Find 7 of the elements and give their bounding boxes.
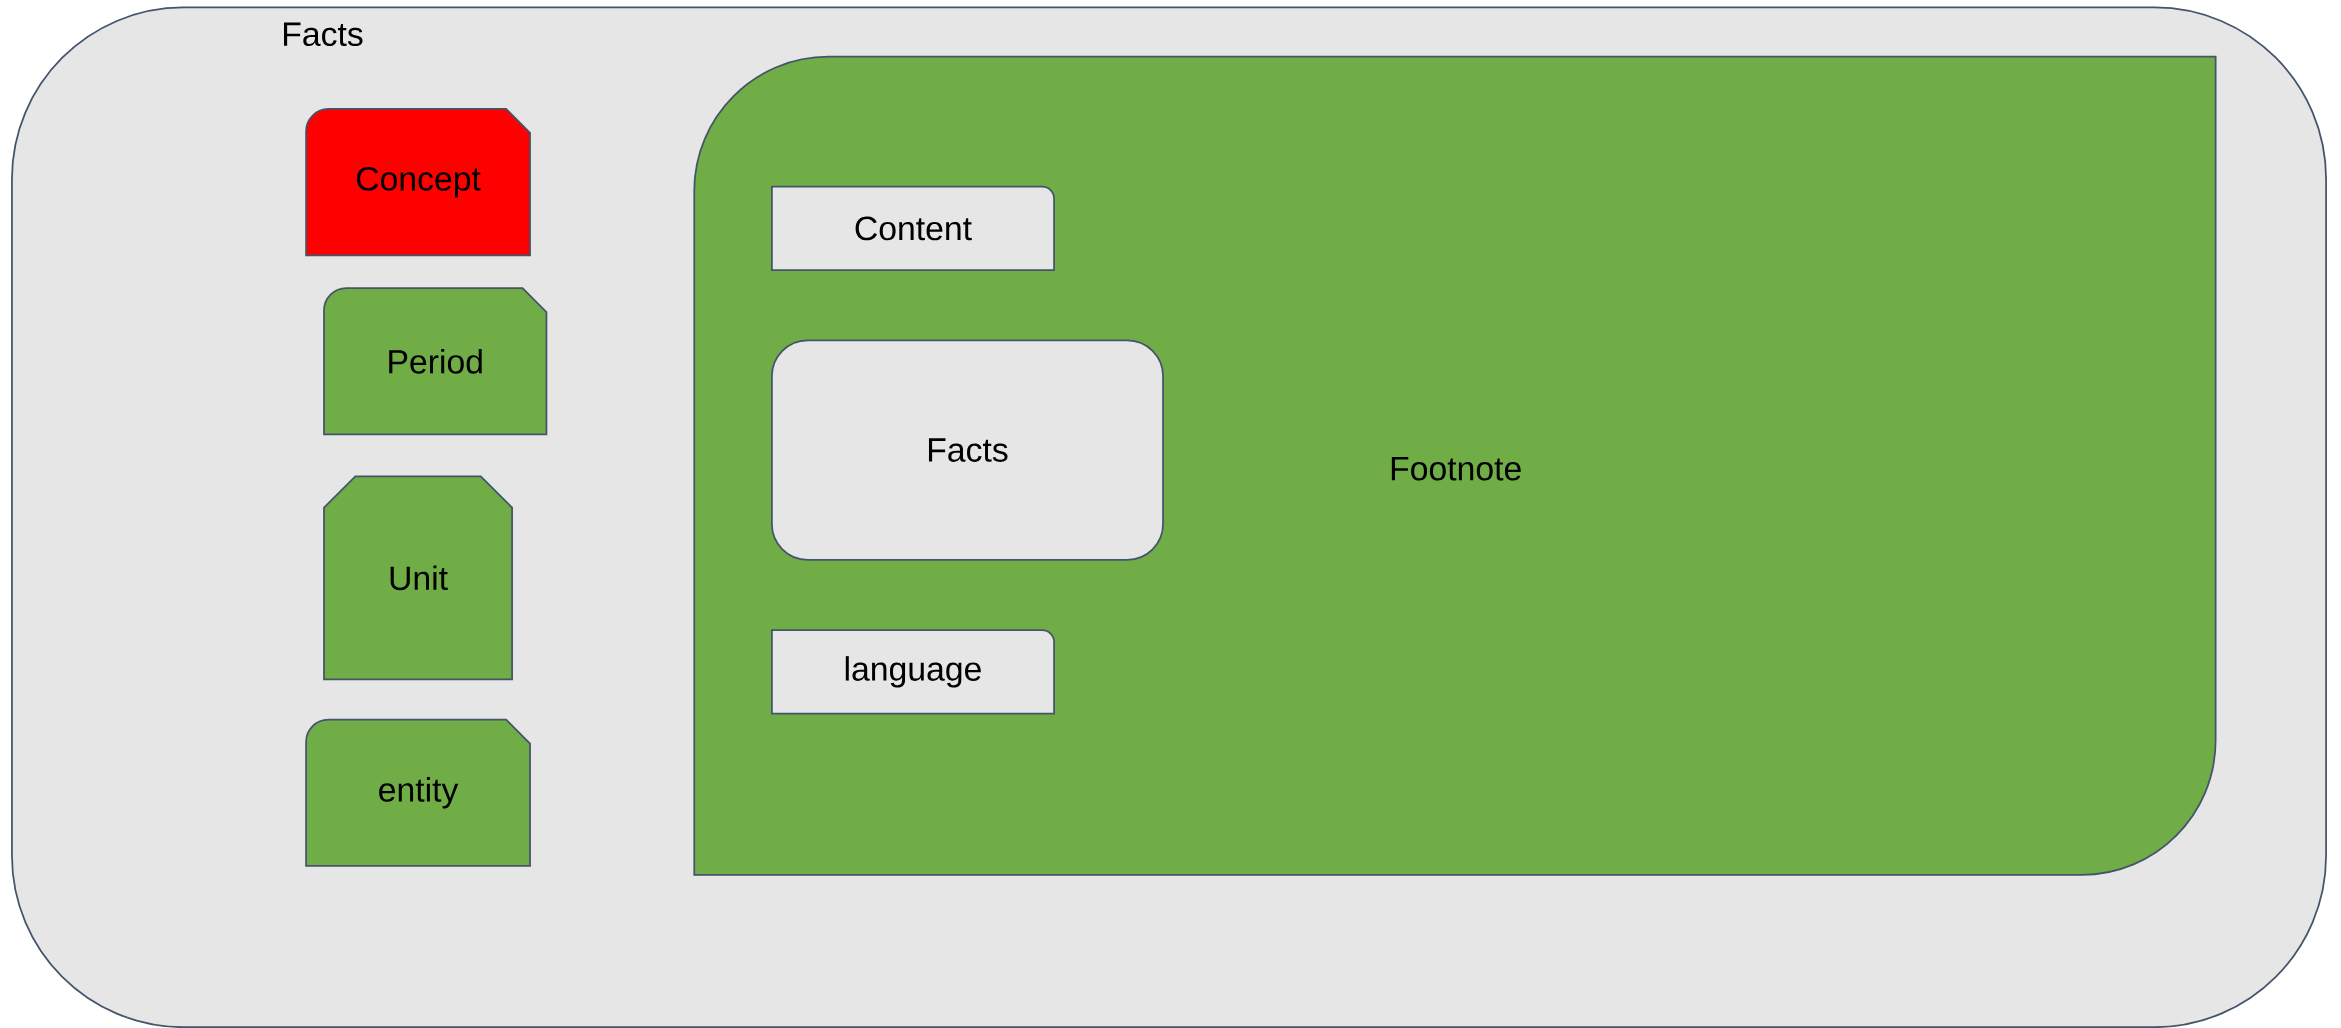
snip-box: Concept (305, 108, 531, 257)
rounded-box: Facts (771, 339, 1164, 561)
snip-box: entity (305, 718, 531, 867)
label-box: Content (771, 185, 1055, 272)
snip-box: Unit (323, 475, 513, 681)
label-box: language (771, 629, 1055, 715)
snip-box: Period (323, 287, 548, 436)
